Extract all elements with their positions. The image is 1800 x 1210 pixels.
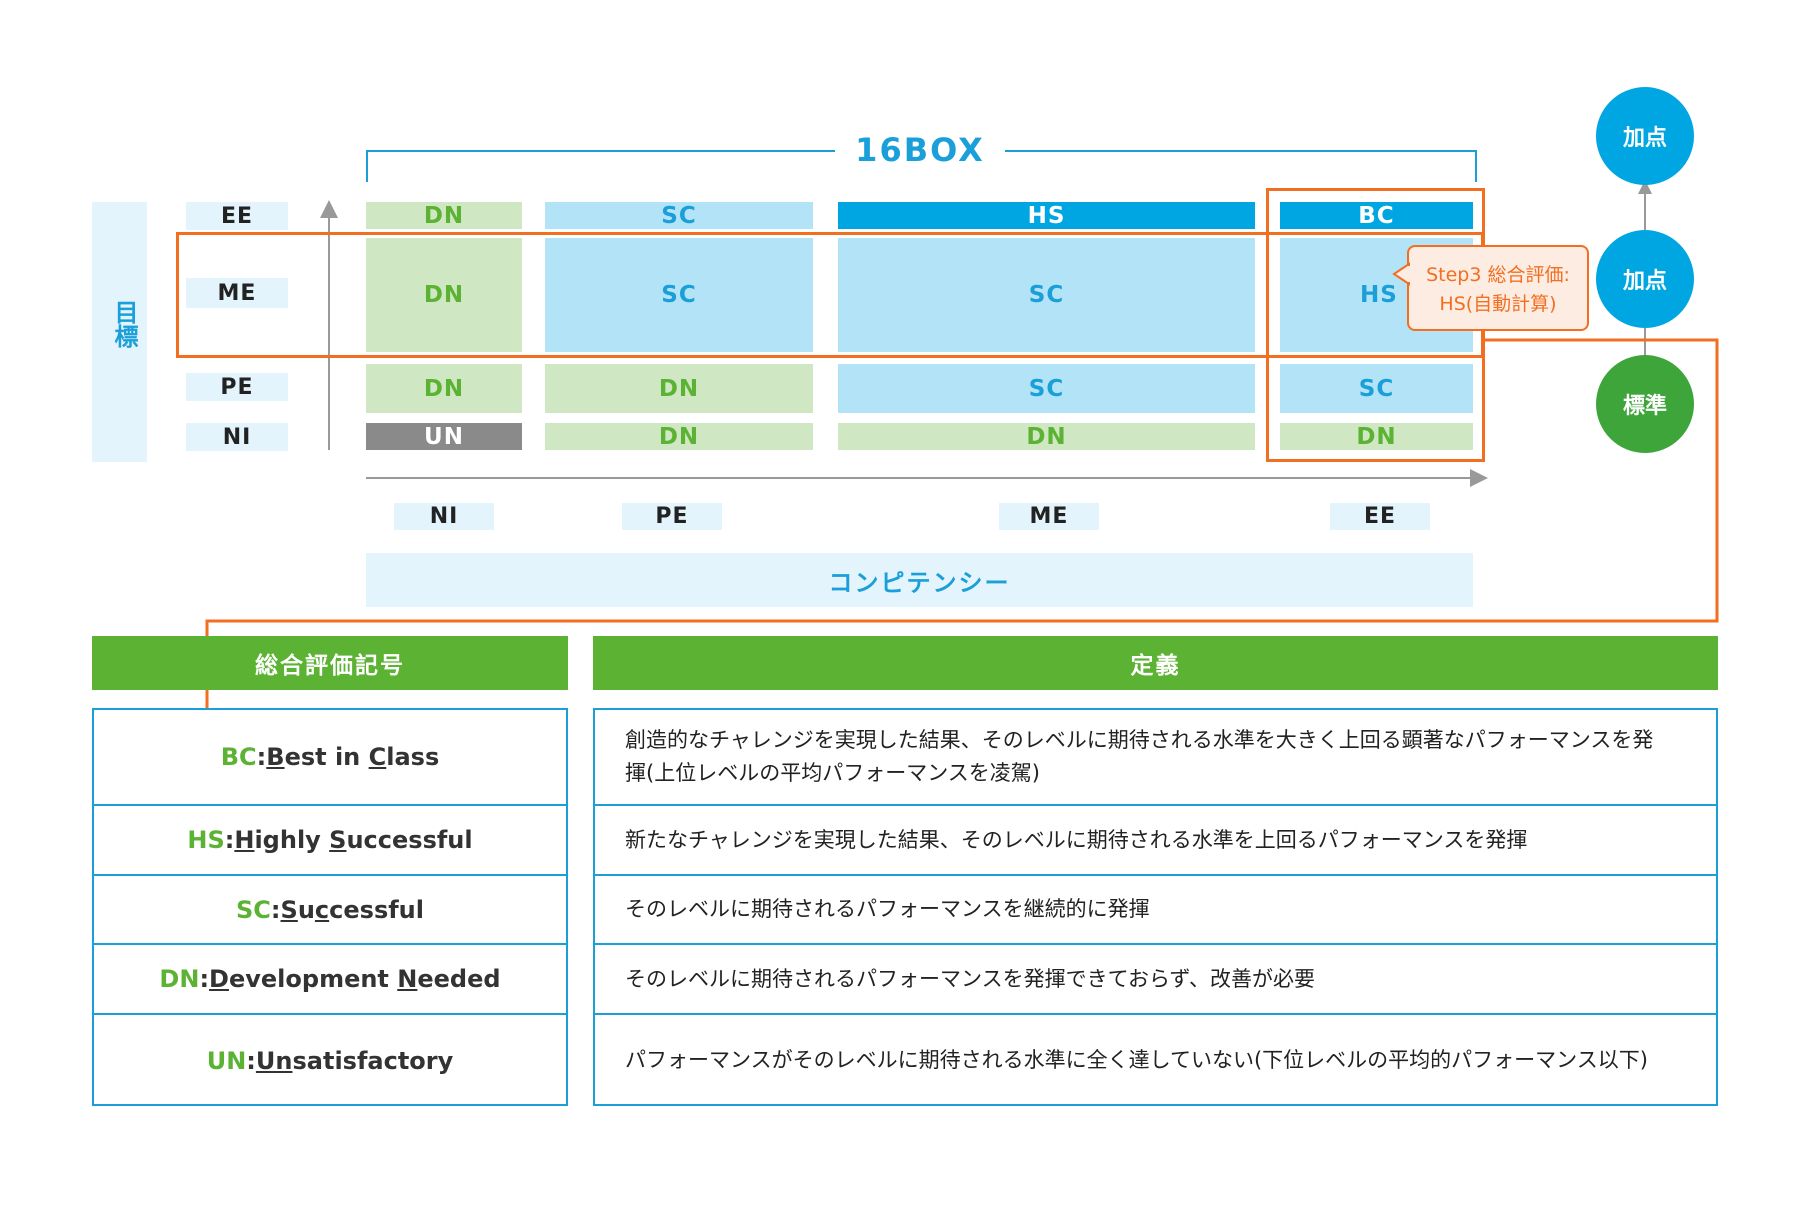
w1-r: est in bbox=[284, 743, 369, 771]
abbr: DN bbox=[159, 965, 200, 993]
table-header-code: 総合評価記号 bbox=[92, 636, 568, 690]
w2-u: C bbox=[368, 743, 387, 771]
cell-ee-pe: SC bbox=[545, 202, 813, 229]
w1-u: H bbox=[234, 826, 255, 854]
callout-line2: HS(自動計算) bbox=[1439, 293, 1557, 315]
cell-ni-me: DN bbox=[838, 423, 1255, 450]
w1-u: D bbox=[209, 965, 229, 993]
w2-u: c bbox=[314, 895, 330, 924]
callout: Step3 総合評価: HS(自動計算) bbox=[1407, 245, 1589, 331]
abbr: SC bbox=[236, 895, 271, 924]
w2-r: lass bbox=[386, 743, 440, 771]
w2-u: N bbox=[397, 965, 418, 993]
y-level-pe: PE bbox=[186, 373, 288, 401]
w1-u: B bbox=[266, 743, 285, 771]
w1-u: Un bbox=[255, 1046, 293, 1075]
cell-ee-ee: BC bbox=[1280, 202, 1473, 229]
circle-standard: 標準 bbox=[1596, 355, 1694, 453]
colon: : bbox=[246, 1046, 256, 1075]
abbr: BC bbox=[220, 743, 257, 771]
w1-u: S bbox=[280, 895, 298, 924]
w2-u: S bbox=[329, 826, 347, 854]
definition-column: 創造的なチャレンジを実現した結果、そのレベルに期待される水準を大きく上回る顕著な… bbox=[593, 708, 1718, 1106]
definition-row-hs: 新たなチャレンジを実現した結果、そのレベルに期待される水準を上回るパフォーマンス… bbox=[595, 804, 1716, 874]
cell-pe-me: SC bbox=[838, 364, 1255, 413]
x-level-ee: EE bbox=[1330, 503, 1430, 530]
circle-bonus-top: 加点 bbox=[1596, 87, 1694, 185]
x-level-pe: PE bbox=[622, 503, 722, 530]
cell-ni-pe: DN bbox=[545, 423, 813, 450]
callout-pointer bbox=[1392, 262, 1411, 286]
definition-row-un: パフォーマンスがそのレベルに期待される水準に全く達していない(下位レベルの平均的… bbox=[595, 1013, 1716, 1106]
definition-row-bc: 創造的なチャレンジを実現した結果、そのレベルに期待される水準を大きく上回る顕著な… bbox=[625, 728, 1654, 785]
chart-title: 16BOX bbox=[835, 128, 1005, 172]
table-header-definition: 定義 bbox=[593, 636, 1718, 690]
w1-r: satisfactory bbox=[292, 1046, 454, 1075]
definition-row-sc: そのレベルに期待されるパフォーマンスを継続的に発揮 bbox=[595, 874, 1716, 943]
x-level-ni: NI bbox=[394, 503, 494, 530]
cell-me-ni: DN bbox=[366, 238, 522, 352]
colon: : bbox=[270, 895, 281, 924]
cell-pe-pe: DN bbox=[545, 364, 813, 413]
callout-line1: Step3 総合評価: bbox=[1426, 264, 1570, 286]
colon: : bbox=[256, 743, 267, 771]
w1-r: ighly bbox=[254, 826, 330, 854]
abbr: UN bbox=[206, 1046, 247, 1075]
y-level-ni: NI bbox=[186, 423, 288, 451]
cell-ee-ni: DN bbox=[366, 202, 522, 229]
w2-r: cessful bbox=[329, 895, 424, 924]
y-axis-label-box bbox=[92, 202, 147, 462]
cell-ee-me: HS bbox=[838, 202, 1255, 229]
x-level-me: ME bbox=[999, 503, 1099, 530]
y-axis-label: 目標 bbox=[110, 300, 138, 348]
colon: : bbox=[224, 826, 235, 854]
w1-r: u bbox=[297, 895, 315, 924]
w1-r: evelopment bbox=[228, 965, 398, 993]
cell-pe-ni: DN bbox=[366, 364, 522, 413]
w2-r: eeded bbox=[417, 965, 501, 993]
definition-row-dn: そのレベルに期待されるパフォーマンスを発揮できておらず、改善が必要 bbox=[595, 943, 1716, 1013]
circle-bonus-middle: 加点 bbox=[1596, 230, 1694, 328]
cell-me-me: SC bbox=[838, 238, 1255, 352]
y-level-ee: EE bbox=[186, 202, 288, 230]
w2-r: uccessful bbox=[346, 826, 473, 854]
abbr: HS bbox=[187, 826, 225, 854]
colon: : bbox=[199, 965, 210, 993]
cell-ni-ni: UN bbox=[366, 423, 522, 450]
y-level-me: ME bbox=[186, 278, 288, 308]
cell-me-pe: SC bbox=[545, 238, 813, 352]
x-axis-label: コンピテンシー bbox=[366, 553, 1473, 607]
